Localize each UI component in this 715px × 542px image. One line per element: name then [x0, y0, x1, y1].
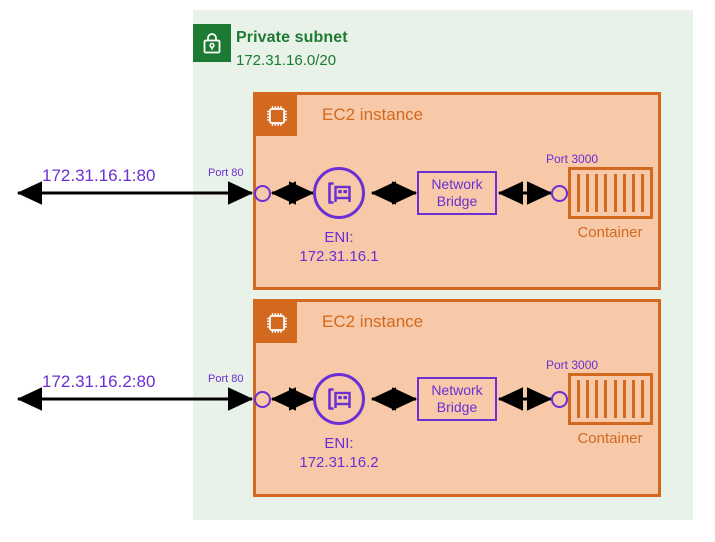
subnet-cidr: 172.31.16.0/20: [236, 52, 337, 69]
cpu-chip-icon: [256, 95, 297, 136]
eni-caption-line2: 172.31.16.2: [299, 454, 379, 471]
ec2-instance-label-2: EC2 instance: [322, 312, 424, 331]
host-port-marker-2: [254, 391, 271, 408]
eni-caption-2: ENI: 172.31.16.2: [264, 434, 414, 472]
network-bridge-box-2: Network Bridge: [417, 377, 497, 421]
network-bridge-box-1: Network Bridge: [417, 171, 497, 215]
lock-icon: [193, 24, 231, 62]
cpu-chip-icon: [256, 302, 297, 343]
external-address-1: 172.31.16.1:80: [42, 166, 156, 185]
network-bridge-line1: Network: [431, 176, 483, 192]
eni-caption-line1: ENI:: [324, 229, 354, 246]
eni-icon: [313, 373, 365, 425]
network-bridge-line2: Bridge: [436, 399, 478, 415]
container-port-marker-1: [551, 185, 568, 202]
container-port-label-1: Port 3000: [546, 152, 599, 166]
container-port-marker-2: [551, 391, 568, 408]
container-port-label-2: Port 3000: [546, 358, 599, 372]
host-port-label-2: Port 80: [208, 373, 244, 385]
container-label-1: Container: [577, 224, 643, 241]
eni-icon: [313, 167, 365, 219]
container-label-2: Container: [577, 430, 643, 447]
eni-caption-line2: 172.31.16.1: [299, 248, 379, 265]
ec2-instance-label-1: EC2 instance: [322, 105, 424, 124]
eni-caption-line1: ENI:: [324, 435, 354, 452]
network-bridge-line1: Network: [431, 382, 483, 398]
eni-caption-1: ENI: 172.31.16.1: [264, 228, 414, 266]
external-address-2: 172.31.16.2:80: [42, 372, 156, 391]
host-port-marker-1: [254, 185, 271, 202]
network-bridge-line2: Bridge: [436, 193, 478, 209]
subnet-title: Private subnet: [236, 29, 348, 46]
host-port-label-1: Port 80: [208, 167, 244, 179]
container-box-2: [568, 373, 653, 425]
container-box-1: [568, 167, 653, 219]
